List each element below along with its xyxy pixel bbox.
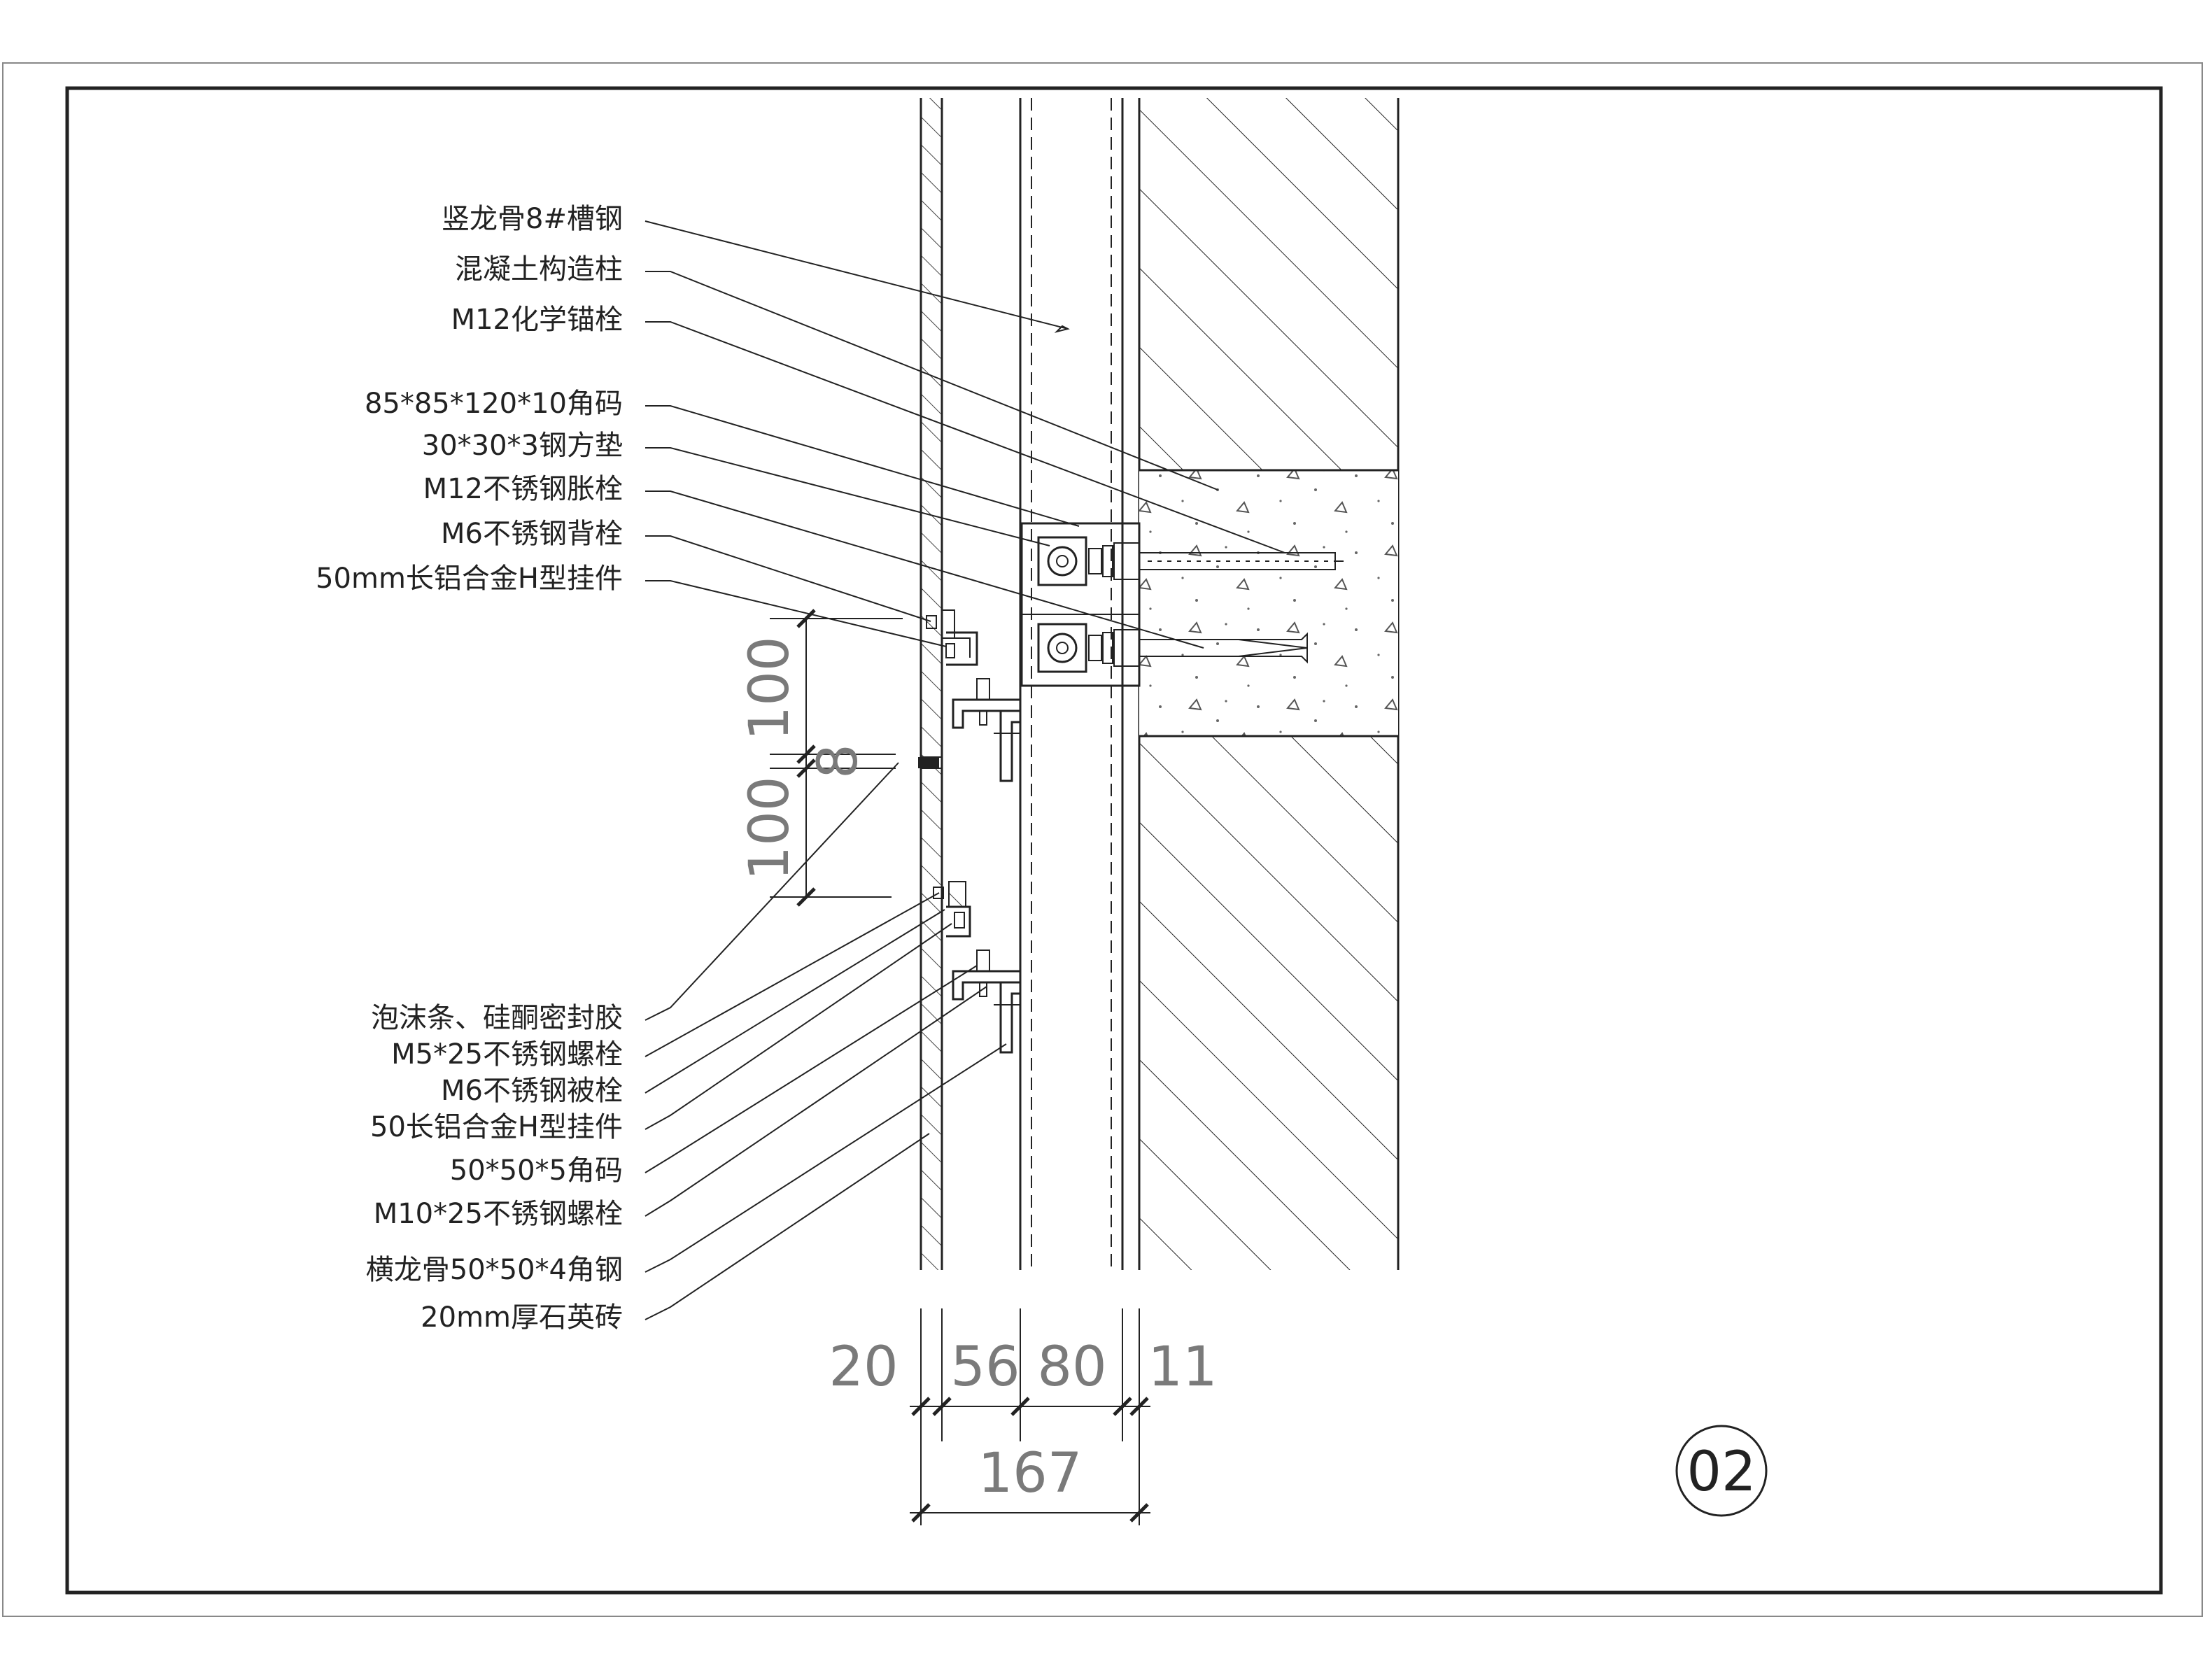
label-h-hanger-bottom: 50长铝合金H型挂件: [370, 1111, 623, 1143]
label-chemical-anchor: M12化学锚栓: [451, 304, 623, 336]
vertical-channel-steel: [1019, 98, 1124, 1270]
dim-gap-56: 56: [950, 1336, 1020, 1399]
outer-frame: [2, 62, 2203, 1617]
inner-frame: [65, 86, 2163, 1595]
label-square-pad: 30*30*3钢方垫: [422, 430, 623, 462]
foam-sealant-joint: [918, 757, 939, 768]
label-m6-bolt: M6不锈钢被栓: [441, 1075, 623, 1107]
label-back-bolt: M6不锈钢背栓: [441, 518, 623, 550]
horizontal-dimension: 20 56 80 11 167: [829, 1308, 1218, 1525]
label-m5-bolt: M5*25不锈钢螺栓: [391, 1038, 623, 1071]
label-concrete-column: 混凝土构造柱: [455, 253, 623, 285]
top-labels: 竖龙骨8#槽钢 混凝土构造柱 M12化学锚栓 85*85*120*10角码 30…: [316, 203, 623, 595]
dim-tile-20: 20: [829, 1336, 898, 1399]
crossbar-angle-upper: [994, 711, 1020, 782]
dim-lower-100: 100: [738, 777, 801, 881]
detail-tag-number: 02: [1686, 1441, 1756, 1504]
quartz-tile-panel: [920, 98, 943, 1270]
label-quartz-tile: 20mm厚石英砖: [421, 1301, 623, 1334]
bottom-labels: 泡沫条、硅酮密封胶 M5*25不锈钢螺栓 M6不锈钢被栓 50长铝合金H型挂件 …: [366, 1002, 623, 1334]
dim-joint-8: 8: [807, 744, 870, 779]
label-angle-50: 50*50*5角码: [450, 1155, 623, 1187]
lower-h-hanger: [933, 881, 971, 938]
chemical-anchor-m12: [1037, 536, 1344, 586]
label-expansion-bolt: M12不锈钢胀栓: [423, 473, 623, 505]
dim-gap-11: 11: [1148, 1336, 1217, 1399]
upper-angle-50: [952, 678, 1022, 729]
top-leaders: [644, 220, 1285, 649]
crossbar-angle-lower: [994, 982, 1020, 1054]
bottom-leaders: [644, 762, 1007, 1320]
label-angle-85: 85*85*120*10角码: [365, 388, 623, 420]
label-foam-sealant: 泡沫条、硅酮密封胶: [371, 1002, 623, 1034]
detail-tag: 02: [1675, 1425, 1768, 1517]
vertical-dimension: 100 8 100: [738, 609, 903, 907]
concrete-column: [1139, 469, 1398, 737]
expansion-bolt-m12: [1037, 623, 1308, 673]
label-vertical-channel: 竖龙骨8#槽钢: [442, 203, 623, 235]
label-h-hanger-top: 50mm长铝合金H型挂件: [316, 563, 623, 595]
dim-channel-80: 80: [1037, 1336, 1106, 1399]
label-crossbar-angle: 横龙骨50*50*4角钢: [366, 1254, 623, 1286]
dim-total-167: 167: [978, 1442, 1083, 1505]
lower-angle-50: [952, 950, 1022, 1001]
dim-upper-100: 100: [738, 637, 801, 741]
angle-bracket-85: [1020, 522, 1141, 687]
label-m10-bolt: M10*25不锈钢螺栓: [374, 1198, 623, 1230]
upper-h-hanger: [926, 609, 978, 666]
